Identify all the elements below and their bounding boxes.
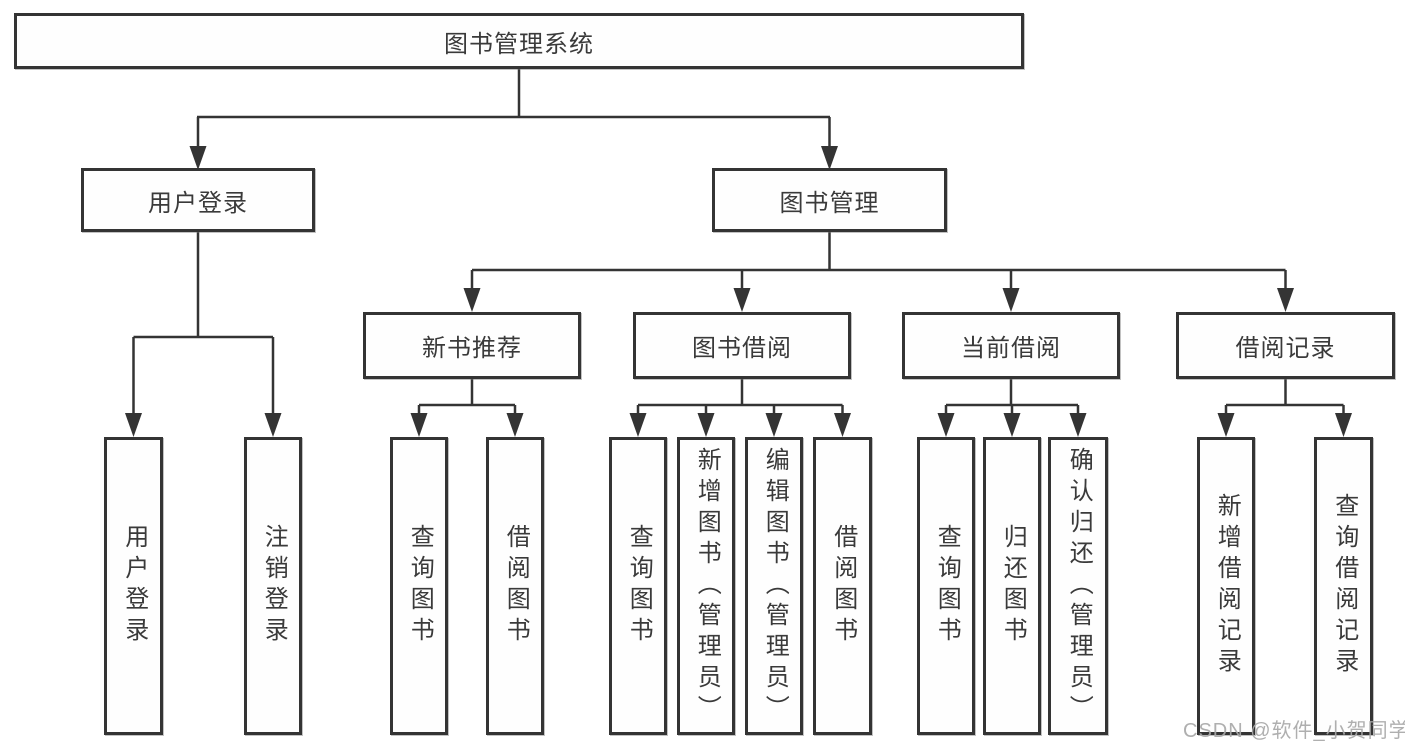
node-current-borrow: 当前借阅 (902, 312, 1120, 379)
node-root-label: 图书管理系统 (444, 30, 594, 58)
leaf-borrow-query-books-label: 查询图书 (625, 524, 653, 648)
leaf-add-borrow-record-label: 新增借阅记录 (1213, 493, 1241, 679)
leaf-query-borrow-record-label: 查询借阅记录 (1330, 493, 1358, 679)
leaf-query-borrow-record: 查询借阅记录 (1314, 437, 1373, 735)
node-borrow-records-label: 借阅记录 (1235, 335, 1336, 362)
leaf-current-query-books: 查询图书 (917, 437, 975, 735)
leaf-confirm-return-admin-label: 确认归还（管理员） (1065, 446, 1093, 726)
leaf-current-query-books-label: 查询图书 (933, 524, 961, 648)
leaf-recommend-borrow-books-label: 借阅图书 (502, 524, 530, 648)
leaf-edit-book-admin: 编辑图书（管理员） (745, 437, 803, 735)
leaf-add-book-admin: 新增图书（管理员） (677, 437, 735, 735)
leaf-return-books-label: 归还图书 (999, 524, 1027, 648)
leaf-recommend-query-books: 查询图书 (390, 437, 448, 735)
node-new-book-recommend-label: 新书推荐 (422, 335, 522, 362)
node-root: 图书管理系统 (14, 13, 1024, 69)
leaf-logout: 注销登录 (244, 437, 302, 735)
node-current-borrow-label: 当前借阅 (961, 335, 1061, 362)
leaf-recommend-query-books-label: 查询图书 (406, 524, 434, 648)
leaf-return-books: 归还图书 (983, 437, 1041, 735)
node-book-borrow: 图书借阅 (633, 312, 851, 379)
csdn-watermark: CSDN @软件_小贺同学 (1183, 720, 1405, 742)
leaf-borrow-query-books: 查询图书 (609, 437, 667, 735)
leaf-logout-label: 注销登录 (260, 524, 288, 648)
node-user-login: 用户登录 (81, 168, 315, 232)
node-book-management-label: 图书管理 (779, 189, 880, 217)
node-book-management: 图书管理 (712, 168, 947, 232)
leaf-borrow-books: 借阅图书 (813, 437, 872, 735)
leaf-user-login: 用户登录 (104, 437, 163, 735)
leaf-borrow-books-label: 借阅图书 (829, 524, 857, 648)
node-book-borrow-label: 图书借阅 (692, 335, 792, 362)
leaf-edit-book-admin-label: 编辑图书（管理员） (761, 446, 789, 726)
leaf-confirm-return-admin: 确认归还（管理员） (1048, 437, 1108, 735)
leaf-add-borrow-record: 新增借阅记录 (1197, 437, 1255, 735)
leaf-recommend-borrow-books: 借阅图书 (486, 437, 544, 735)
node-new-book-recommend: 新书推荐 (363, 312, 581, 379)
node-user-login-label: 用户登录 (148, 189, 248, 217)
leaf-user-login-label: 用户登录 (120, 524, 148, 648)
node-borrow-records: 借阅记录 (1176, 312, 1395, 379)
leaf-add-book-admin-label: 新增图书（管理员） (693, 446, 721, 726)
